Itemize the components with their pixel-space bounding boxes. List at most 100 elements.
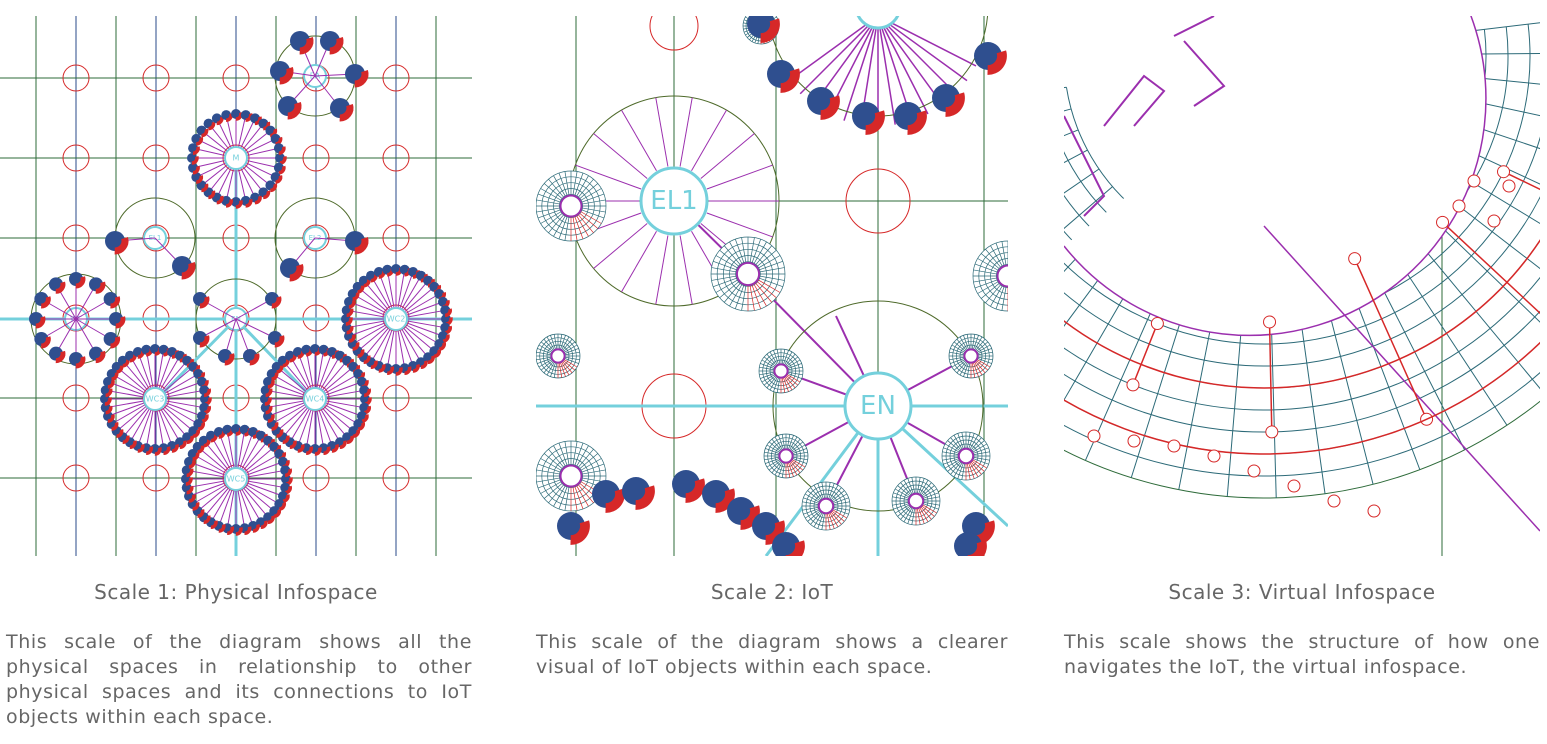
iot-object-core	[907, 492, 925, 510]
iot-object-accent	[75, 276, 86, 289]
iot-object-accent	[122, 435, 130, 445]
iot-grid-spoke	[805, 493, 820, 503]
room-circle	[222, 64, 250, 92]
iot-grid-spoke	[980, 253, 1001, 270]
iot-grid-spoke	[971, 362, 976, 378]
iot-object-accent	[270, 128, 278, 138]
iot-grid-spoke	[763, 374, 777, 386]
iot-grid-spoke	[817, 483, 824, 500]
virtual-infospace-diagram	[1064, 16, 1540, 556]
panel-physical-infospace: EAMEL1EL2WCENWC2WC3WC4WC5	[0, 16, 472, 556]
iot-grid-spoke	[749, 284, 755, 311]
iot-grid-spoke	[923, 496, 940, 501]
iot-grid-spoke	[761, 373, 776, 383]
navigation-spoke	[1453, 119, 1540, 150]
iot-grid-spoke	[821, 513, 826, 530]
iot-grid-spoke	[956, 338, 968, 352]
iot-grid-spoke	[900, 482, 912, 496]
iot-object-accent	[186, 435, 194, 445]
iot-grid-spoke	[951, 344, 966, 354]
iot-grid-spoke	[922, 504, 937, 514]
iot-grid-spoke	[892, 496, 909, 501]
iot-grid-spoke	[966, 362, 971, 378]
iot-grid-spoke	[791, 458, 806, 468]
iot-object-accent	[201, 414, 209, 423]
iot-grid-spoke	[918, 507, 925, 524]
iot-grid-spoke	[977, 351, 993, 356]
iot-object-accent	[289, 440, 297, 450]
iot-grid-spoke	[919, 507, 929, 522]
iot-object-accent	[270, 183, 278, 193]
space-label: M	[233, 154, 240, 163]
navigation-path-ring	[1064, 341, 1540, 455]
iot-object-accent	[224, 353, 235, 366]
iot-grid-spoke	[947, 440, 961, 452]
iot-object-accent	[226, 526, 235, 535]
iot-grid-spoke	[558, 485, 568, 510]
iot-grid-spoke	[540, 458, 563, 472]
iot-object-accent	[35, 316, 46, 329]
iot-grid-spoke	[985, 248, 1002, 269]
iot-grid-spoke	[919, 480, 929, 495]
iot-object-accent	[188, 459, 196, 469]
iot-object-accent	[188, 494, 196, 503]
iot-grid-spoke	[973, 361, 983, 376]
iot-grid-spoke	[574, 172, 584, 197]
iot-grid-spoke	[537, 209, 562, 219]
iot-grid-spoke	[574, 485, 584, 510]
iot-object-accent	[765, 520, 785, 545]
iot-object-accent	[264, 397, 272, 406]
iot-grid-spoke	[719, 280, 740, 299]
iot-grid-spoke	[916, 508, 921, 525]
navigation-node	[1247, 464, 1261, 478]
iot-object-accent	[274, 335, 285, 348]
space-label: WC5	[227, 475, 246, 484]
room-circle	[302, 144, 330, 172]
iot-grid-spoke	[990, 284, 1004, 307]
iot-object-accent	[275, 175, 283, 184]
iot-grid-spoke	[559, 335, 566, 350]
iot-grid-spoke	[916, 477, 921, 494]
navigation-node	[1436, 215, 1450, 229]
iot-grid-spoke	[580, 209, 605, 219]
iot-grid-spoke	[974, 360, 986, 374]
iot-object-accent	[386, 366, 395, 375]
iot-grid-spoke	[765, 457, 780, 464]
iot-object-accent	[171, 443, 179, 453]
iot-object-accent	[145, 446, 154, 455]
iot-grid-spoke	[758, 267, 785, 273]
iot-grid-spoke	[536, 351, 552, 356]
iot-object-accent	[271, 296, 282, 309]
iot-object-accent	[907, 110, 927, 135]
iot-object-core	[817, 497, 835, 515]
hub-spoke	[877, 16, 968, 82]
iot-grid-spoke	[813, 485, 823, 500]
iot-object-accent	[163, 446, 171, 455]
iot-grid-spoke	[768, 459, 782, 471]
iot-grid-spoke	[966, 334, 971, 350]
iot-object-accent	[267, 379, 275, 389]
iot-grid-spoke	[579, 210, 602, 224]
iot-grid-spoke	[553, 214, 567, 237]
iot-grid-spoke	[562, 359, 576, 371]
iot-object-accent	[404, 366, 412, 375]
iot-object-accent	[284, 468, 292, 478]
iot-grid-spoke	[543, 453, 564, 470]
iot-grid-spoke	[802, 506, 819, 511]
iot-object-accent	[195, 136, 204, 146]
iot-object-accent	[105, 388, 113, 398]
iot-grid-spoke	[945, 443, 960, 453]
iot-grid-spoke	[761, 359, 776, 369]
iot-object-accent	[192, 146, 200, 155]
navigation-spoke	[1462, 22, 1540, 33]
iot-grid-spoke	[559, 362, 566, 377]
iot-grid-spoke	[575, 445, 589, 468]
iot-object-accent	[105, 405, 113, 415]
iot-grid-spoke	[723, 282, 742, 303]
navigation-node	[1087, 429, 1101, 443]
iot-grid-spoke	[810, 487, 822, 501]
iot-grid-spoke	[749, 237, 755, 264]
iot-grid-spoke	[575, 214, 589, 237]
iot-grid-spoke	[564, 348, 579, 355]
